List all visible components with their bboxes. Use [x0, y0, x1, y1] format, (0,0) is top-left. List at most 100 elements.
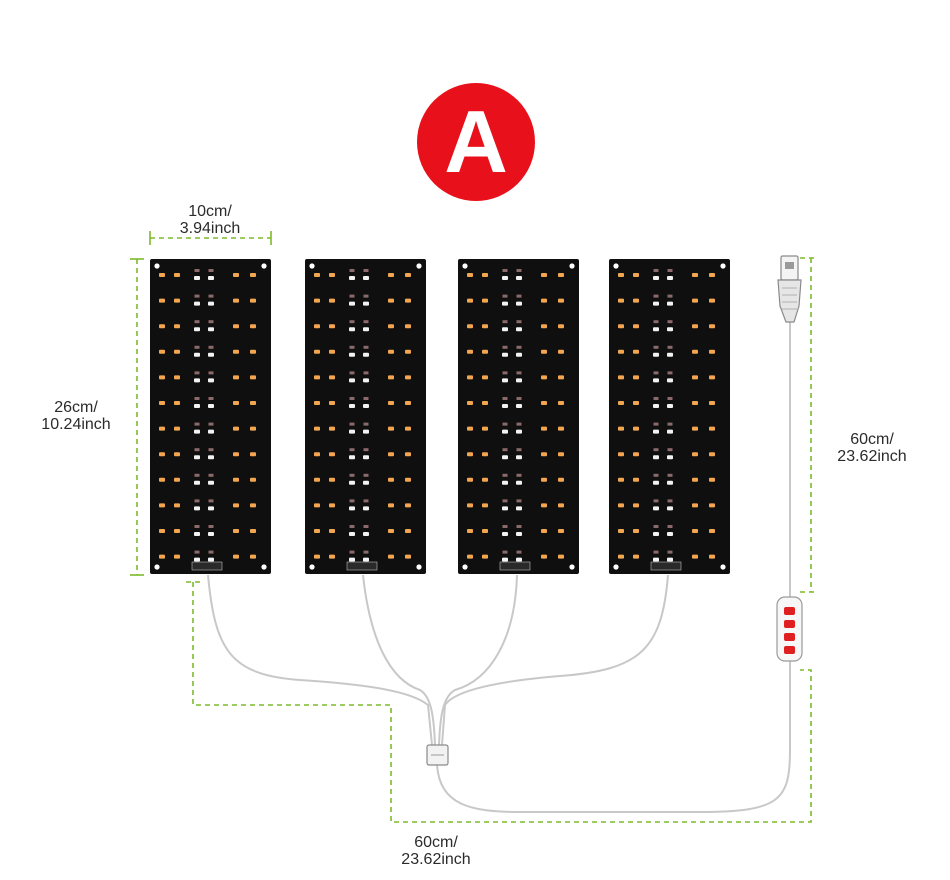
panel-connector: [346, 561, 378, 571]
led-white: [653, 480, 659, 485]
led-white: [208, 480, 214, 485]
led-white: [502, 532, 508, 536]
led-warm: [159, 452, 165, 457]
led-warm: [618, 375, 624, 380]
led-warm: [692, 273, 698, 277]
led-warm: [558, 375, 564, 380]
led-warm: [233, 477, 239, 482]
led-warm: [388, 477, 394, 482]
led-white: [516, 532, 522, 536]
led-warm: [618, 554, 624, 559]
led-warm: [159, 349, 165, 354]
led-red: [653, 448, 659, 452]
led-warm: [467, 477, 473, 482]
led-red: [208, 525, 214, 528]
led-red: [502, 269, 508, 272]
led-warm: [541, 349, 547, 354]
led-white: [349, 506, 355, 511]
led-warm: [482, 324, 488, 329]
usb-housing: [777, 279, 802, 323]
panel-connector: [650, 561, 682, 571]
cables: [207, 300, 791, 813]
led-warm: [159, 503, 165, 508]
led-white: [349, 557, 355, 562]
led-warm: [329, 529, 335, 533]
led-warm: [541, 503, 547, 508]
led-red: [667, 525, 673, 528]
led-warm: [405, 375, 411, 380]
led-warm: [482, 529, 488, 533]
mount-hole: [720, 564, 726, 570]
led-warm: [482, 375, 488, 380]
led-red: [516, 371, 522, 375]
led-red: [516, 550, 522, 554]
led-red: [653, 269, 659, 272]
led-warm: [405, 477, 411, 482]
led-white: [349, 404, 355, 408]
led-white: [349, 532, 355, 536]
mount-hole: [261, 263, 267, 269]
led-white: [502, 378, 508, 383]
cable: [362, 574, 436, 746]
led-warm: [558, 273, 564, 277]
led-warm: [558, 298, 564, 303]
led-white: [653, 301, 659, 306]
led-warm: [174, 401, 180, 405]
led-red: [349, 269, 355, 272]
led-red: [349, 294, 355, 298]
led-white: [502, 404, 508, 408]
led-red: [349, 397, 355, 400]
led-warm: [467, 375, 473, 380]
led-red: [194, 397, 200, 400]
led-warm: [467, 349, 473, 354]
led-white: [208, 404, 214, 408]
led-warm: [250, 401, 256, 405]
panel-width-label: 10cm/ 3.94inch: [179, 203, 241, 237]
led-warm: [159, 298, 165, 303]
cable: [436, 658, 791, 813]
led-warm: [233, 426, 239, 431]
led-red: [194, 448, 200, 452]
led-warm: [558, 401, 564, 405]
led-warm: [482, 477, 488, 482]
led-warm: [233, 503, 239, 508]
led-white: [516, 429, 522, 434]
panel-3: [458, 259, 579, 574]
led-warm: [174, 477, 180, 482]
led-warm: [405, 503, 411, 508]
led-warm: [467, 426, 473, 431]
led-warm: [618, 401, 624, 405]
led-warm: [314, 477, 320, 482]
led-warm: [618, 529, 624, 533]
led-white: [208, 301, 214, 306]
led-warm: [467, 401, 473, 405]
led-white: [349, 455, 355, 460]
led-red: [194, 473, 200, 477]
led-red: [502, 345, 508, 349]
led-white: [667, 378, 673, 383]
led-red: [194, 320, 200, 324]
led-warm: [467, 273, 473, 277]
led-panels: [150, 259, 730, 574]
led-white: [349, 301, 355, 306]
led-white: [194, 455, 200, 460]
led-warm: [709, 375, 715, 380]
led-warm: [709, 349, 715, 354]
mount-hole: [720, 263, 726, 269]
led-red: [363, 397, 369, 400]
led-white: [502, 557, 508, 562]
led-warm: [541, 401, 547, 405]
led-warm: [692, 349, 698, 354]
led-warm: [467, 503, 473, 508]
led-white: [349, 429, 355, 434]
mount-hole: [416, 564, 422, 570]
led-white: [667, 455, 673, 460]
led-red: [667, 473, 673, 477]
led-warm: [467, 324, 473, 329]
led-warm: [541, 273, 547, 277]
led-white: [363, 404, 369, 408]
led-red: [349, 525, 355, 528]
led-white: [653, 378, 659, 383]
led-red: [653, 422, 659, 426]
led-warm: [405, 298, 411, 303]
